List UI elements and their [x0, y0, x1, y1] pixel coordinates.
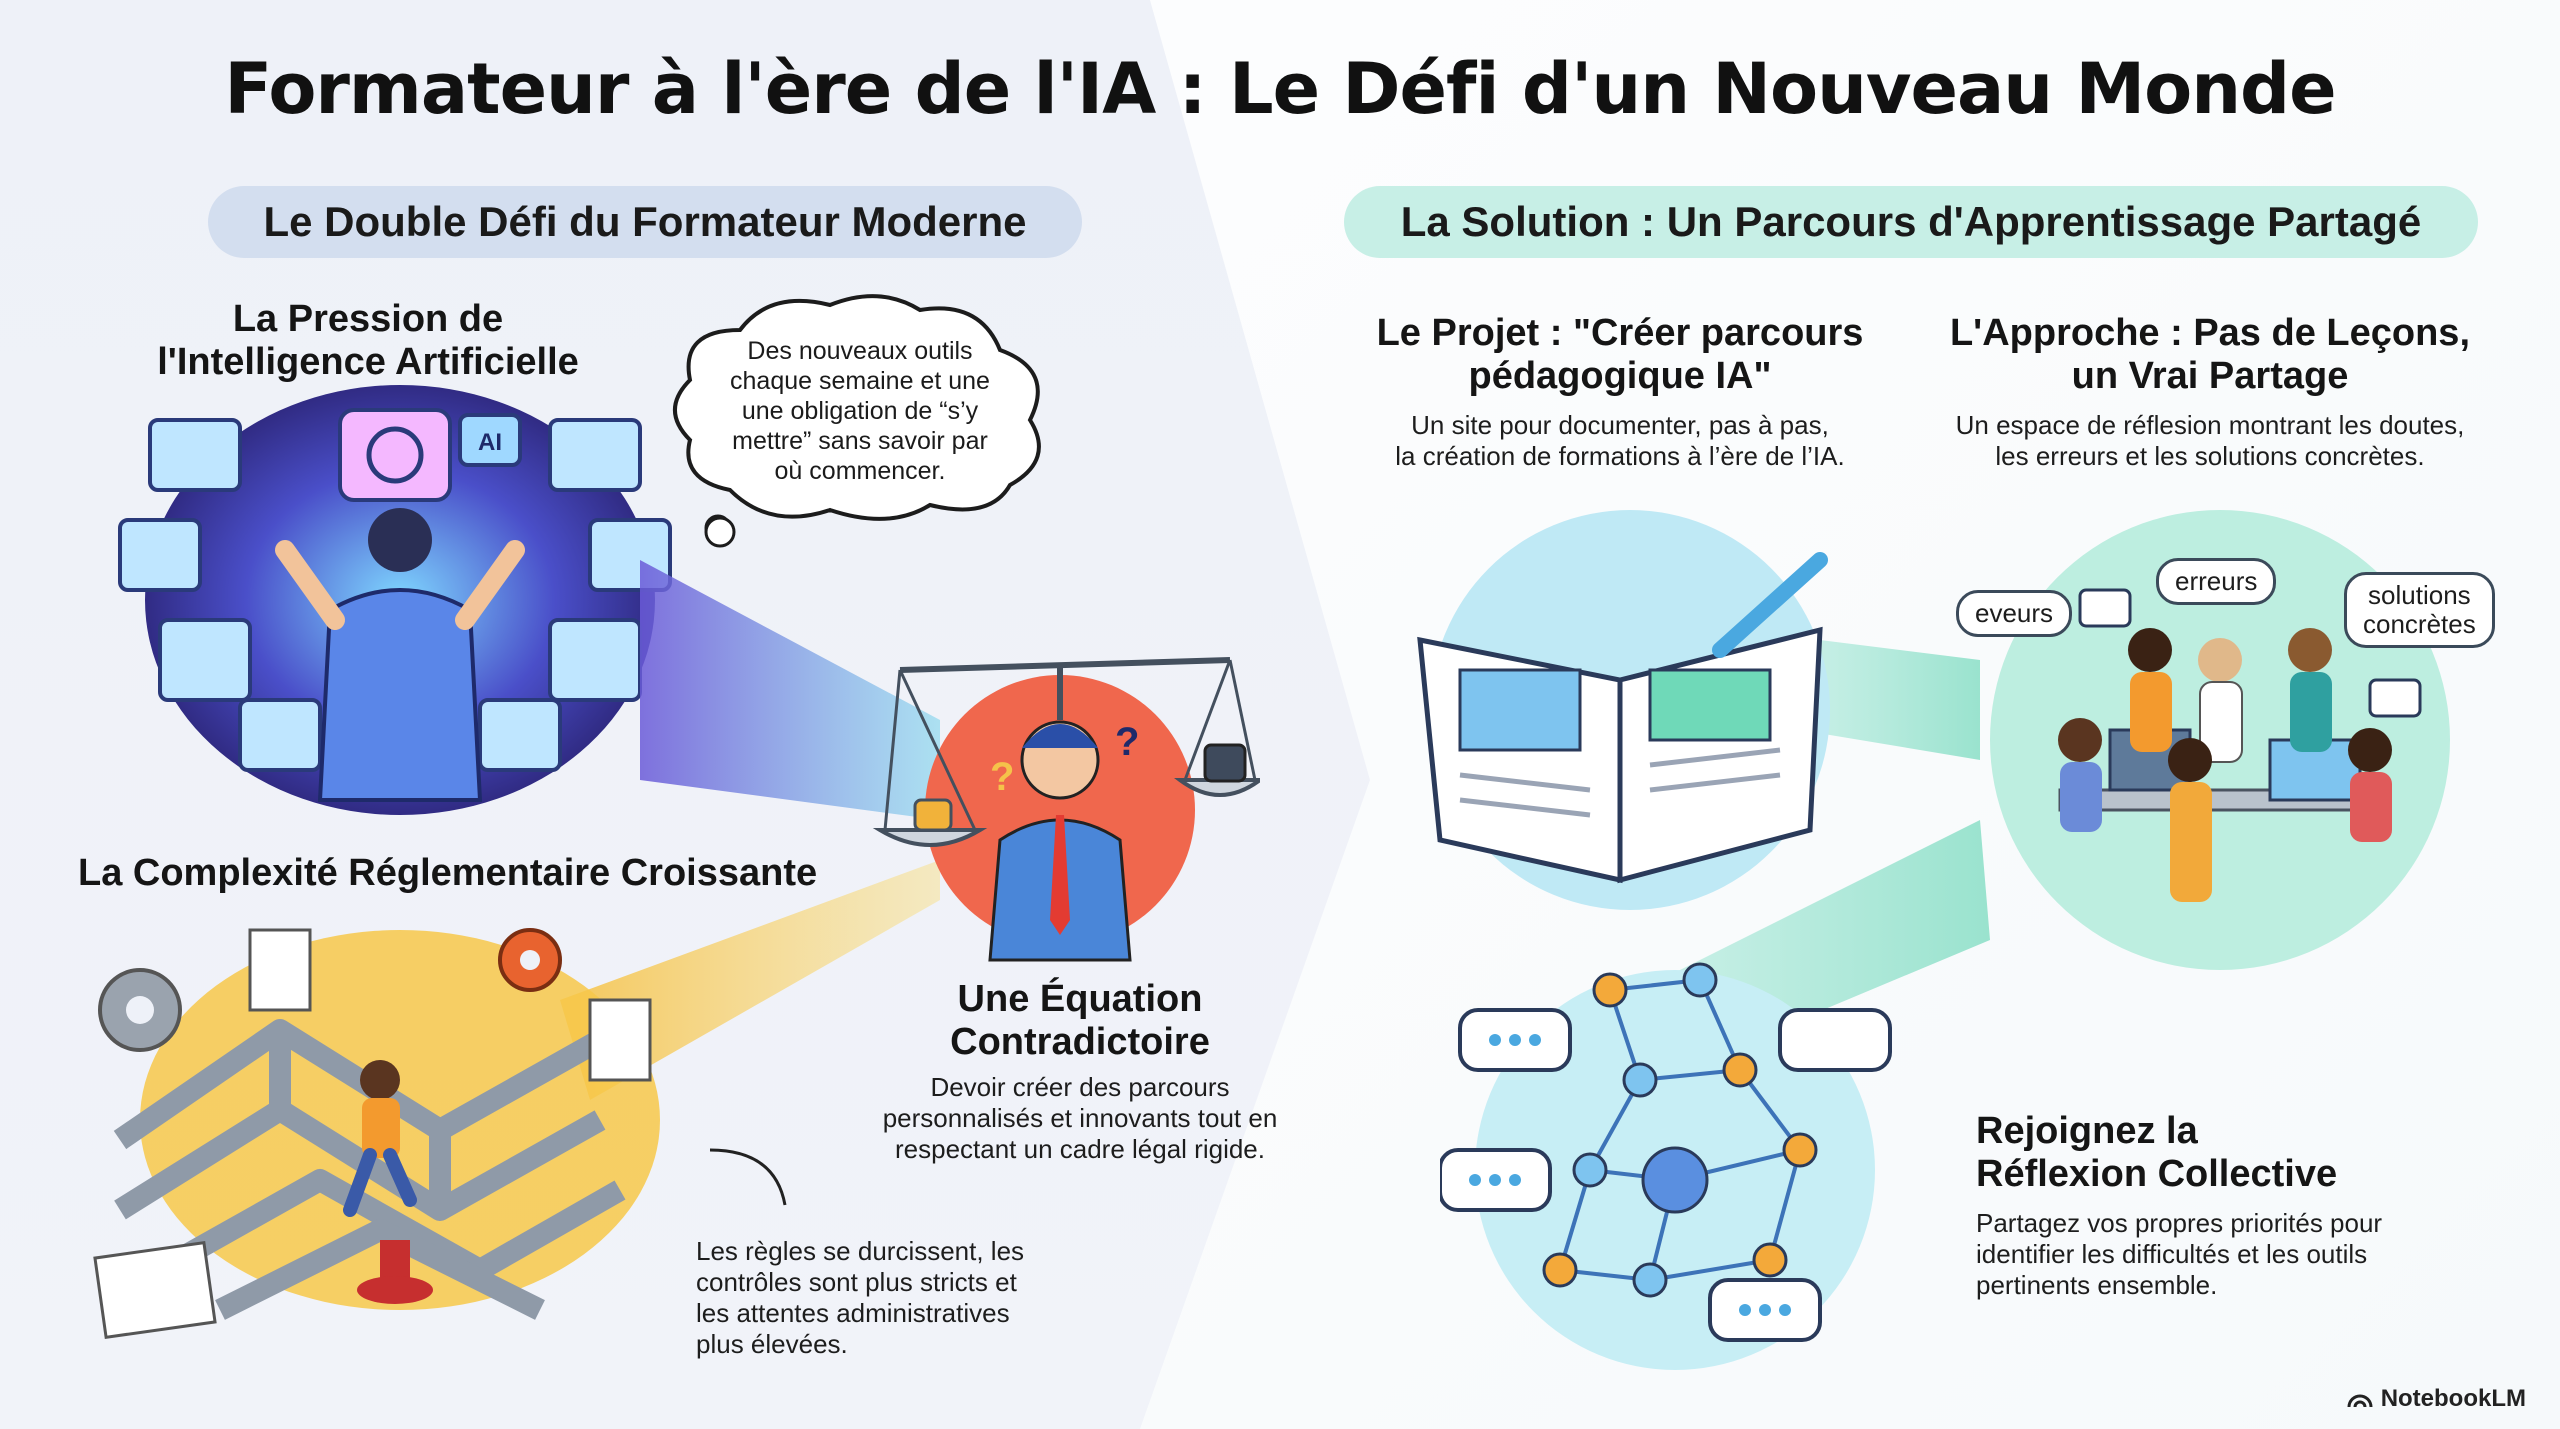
thought-cloud [673, 294, 1041, 542]
thought-cloud-text: Des nouveaux outils chaque semaine et un… [730, 337, 990, 485]
approach-text: Un espace de réflesion montrant les dout… [1955, 410, 2465, 471]
approach-title: L'Approche : Pas de Leçons, un Vrai Part… [1949, 312, 2471, 397]
balance-scale-illustration: ? ? [872, 657, 1260, 962]
regulation-text: Les règles se durcissent, les contrôles … [696, 1236, 1025, 1359]
thought-bubble-dots [704, 516, 736, 548]
equation-title: Une Équation Contradictoire [950, 978, 1210, 1063]
equation-text: Devoir créer des parcours personnalisés … [882, 1072, 1278, 1164]
join-title: Rejoignez la Réflexion Collective [1976, 1110, 2338, 1195]
notebooklm-icon [2347, 1394, 2373, 1408]
project-title: Le Projet : "Créer parcours pédagogique … [1376, 312, 1864, 397]
ai-overload-illustration: AI [118, 385, 672, 815]
maze-illustration [93, 928, 660, 1339]
svg-text:?: ? [1115, 720, 1139, 764]
join-text: Partagez vos propres priorités pour iden… [1976, 1208, 2383, 1300]
page-title: Formateur à l'ère de l'IA : Le Défi d'un… [224, 48, 2336, 130]
ai-pressure-title: La Pression de l'Intelligence Artificiel… [157, 298, 579, 383]
chip-solutions: solutions concrètes [2344, 572, 2495, 648]
chip-eveurs: eveurs [1956, 590, 2073, 637]
left-section-header: Le Double Défi du Formateur Moderne [208, 186, 1082, 258]
callout-curve [709, 1148, 787, 1206]
right-section-header: La Solution : Un Parcours d'Apprentissag… [1344, 186, 2478, 258]
team-collaboration-illustration [1990, 510, 2450, 970]
chip-erreurs: erreurs [2156, 558, 2277, 605]
open-book-illustration [1417, 510, 1830, 910]
network-illustration [1440, 962, 1892, 1370]
regulation-title: La Complexité Réglementaire Croissante [78, 852, 818, 894]
notebooklm-logo: NotebookLM [2347, 1385, 2526, 1413]
project-text: Un site pour documenter, pas à pas, la c… [1395, 410, 1845, 471]
ai-badge: AI [478, 429, 502, 456]
svg-text:?: ? [990, 755, 1014, 799]
